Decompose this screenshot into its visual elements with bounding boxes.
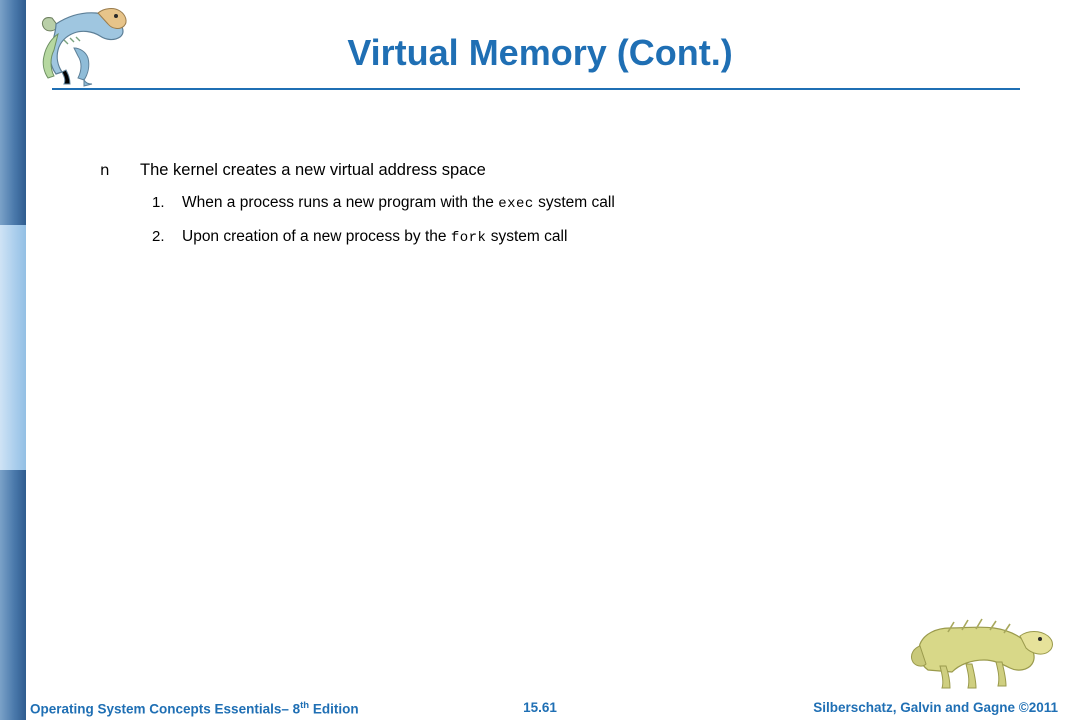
- footer-left-main: Operating System Concepts Essentials: [30, 701, 282, 717]
- footer-left-superscript: th: [300, 700, 310, 711]
- list-item-text-after: system call: [538, 194, 615, 211]
- left-bar-segment-bottom: [0, 470, 26, 720]
- list-item-number: 1.: [152, 194, 165, 211]
- list-item-text: Upon creation of a new process by the fo…: [182, 227, 567, 248]
- dinosaur-icon: [910, 614, 1060, 694]
- list-item-text-after: system call: [490, 228, 568, 245]
- left-bar-segment-middle: [0, 225, 26, 470]
- list-item: 1. When a process runs a new program wit…: [152, 193, 1000, 214]
- list-item-text: When a process runs a new program with t…: [182, 193, 615, 214]
- list-item-number: 2.: [152, 228, 165, 245]
- list-item-text-before: When a process runs a new program with t…: [182, 194, 494, 211]
- page-title: Virtual Memory (Cont.): [347, 32, 733, 73]
- code-fork: fork: [450, 230, 487, 246]
- left-decorative-bar: [0, 0, 26, 720]
- footer-left-tail: Edition: [309, 701, 359, 717]
- bullet-text: The kernel creates a new virtual address…: [140, 161, 486, 179]
- left-bar-segment-top: [0, 0, 26, 225]
- bullet-item: n The kernel creates a new virtual addre…: [100, 160, 1000, 181]
- footer-left: Operating System Concepts Essentials– 8t…: [30, 700, 359, 717]
- list-item: 2. Upon creation of a new process by the…: [152, 227, 1000, 248]
- list-item-text-before: Upon creation of a new process by the: [182, 228, 447, 245]
- slide-content: n The kernel creates a new virtual addre…: [100, 160, 1000, 261]
- dinosaur-icon: [34, 4, 144, 88]
- footer-left-dash: – 8: [281, 701, 301, 717]
- bullet-marker-icon: n: [100, 161, 110, 179]
- footer-copyright: Silberschatz, Galvin and Gagne ©2011: [813, 700, 1058, 715]
- code-exec: exec: [498, 196, 534, 212]
- title-divider: [52, 88, 1020, 90]
- numbered-sub-list: 1. When a process runs a new program wit…: [152, 193, 1000, 248]
- slide-number: 15.61: [523, 700, 557, 715]
